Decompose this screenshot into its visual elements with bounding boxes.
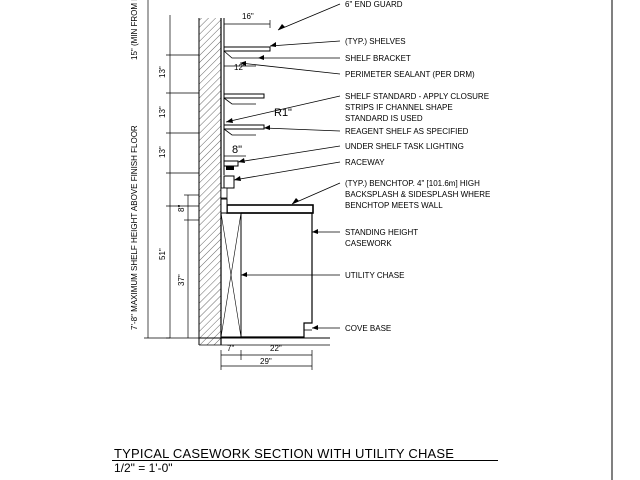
drawing-scale: 1/2" = 1'-0" [114,461,173,475]
dim-16: 16" [242,12,254,21]
casework-cabinet [241,212,313,338]
leader-arrows [226,24,318,330]
task-light [223,160,239,170]
dim-13-b: 13" [158,106,167,118]
dim-lines-vertical [144,0,199,339]
note-perimeter-sealant: PERIMETER SEALANT (PER DRM) [345,70,475,79]
note-shelf-standard-3: STANDARD IS USED [345,114,423,123]
note-raceway: RACEWAY [345,158,385,167]
shelf-2 [223,93,265,105]
note-casework-1: STANDING HEIGHT [345,228,418,237]
note-utility-chase: UTILITY CHASE [345,271,404,280]
dim-8-horizontal: 8" [232,144,242,156]
note-benchtop-1: (TYP.) BENCHTOP. 4" [101.6m] HIGH [345,179,480,188]
dim-13-a: 13" [158,66,167,78]
dim-8-vertical: 8" [177,205,186,212]
dim-13-c: 13" [158,146,167,158]
dim-22: 22" [270,344,282,353]
dim-r1: R1" [274,107,292,119]
shelf-1 [223,46,271,59]
dim-29: 29" [260,357,272,366]
note-shelf-standard-2: STRIPS IF CHANNEL SHAPE [345,103,453,112]
dim-37: 37" [177,274,186,286]
dim-min-from-floor: 15" (MIN FROM F [130,0,139,60]
note-shelf-bracket: SHELF BRACKET [345,54,411,63]
note-shelf-standard-1: SHELF STANDARD - APPLY CLOSURE [345,92,489,101]
wall [198,18,222,345]
dim-51: 51" [158,248,167,260]
raceway [220,175,235,199]
shelf-3 [223,124,265,136]
dim-12: 12" [234,63,246,72]
note-task-lighting: UNDER SHELF TASK LIGHTING [345,142,464,151]
leader-lines [225,3,341,329]
note-end-guard: 6" END GUARD [345,0,403,9]
dim-7: 7" [227,344,234,353]
dim-max-shelf-height: 7'-8" MAXIMUM SHELF HEIGHT ABOVE FINISH … [130,125,139,330]
note-reagent-shelf: REAGENT SHELF AS SPECIFIED [345,127,469,136]
note-benchtop-2: BACKSPLASH & SIDESPLASH WHERE [345,190,490,199]
note-shelves: (TYP.) SHELVES [345,37,406,46]
title-underline [112,460,498,461]
drawing-title: TYPICAL CASEWORK SECTION WITH UTILITY CH… [114,446,455,461]
utility-chase [220,212,242,338]
note-casework-2: CASEWORK [345,239,392,248]
note-benchtop-3: BENCHTOP MEETS WALL [345,201,443,210]
dim-lines-horizontal [220,20,313,370]
note-cove-base: COVE BASE [345,324,391,333]
